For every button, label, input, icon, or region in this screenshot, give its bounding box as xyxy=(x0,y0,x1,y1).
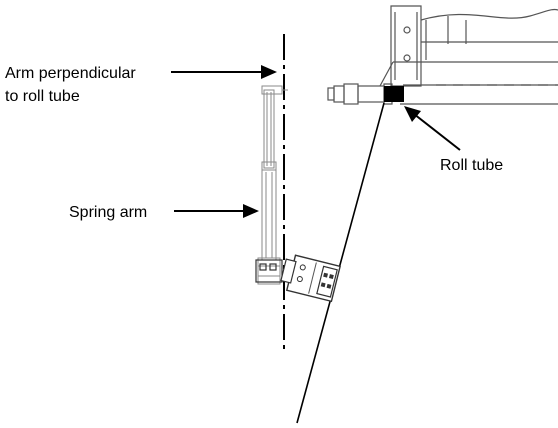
label-arm-perpendicular-line2: to roll tube xyxy=(5,88,80,105)
roll-tube-end xyxy=(327,83,393,105)
angled-bracket xyxy=(280,254,341,303)
roll-tube-marker xyxy=(384,86,404,102)
spring-arm-arrowhead xyxy=(243,204,259,218)
label-spring-arm: Spring arm xyxy=(69,204,147,221)
label-roll-tube: Roll tube xyxy=(440,157,503,174)
shade-housing xyxy=(379,5,558,105)
roll-tube-arrow xyxy=(413,113,461,151)
callout-arrows xyxy=(171,65,461,218)
spring-arm-base xyxy=(255,259,283,283)
arm-perpendicular-arrowhead xyxy=(261,65,277,79)
fabric-drop-line xyxy=(296,102,385,424)
roll-tube-arrowhead xyxy=(404,106,421,122)
label-arm-perpendicular-line1: Arm perpendicular xyxy=(5,65,136,82)
